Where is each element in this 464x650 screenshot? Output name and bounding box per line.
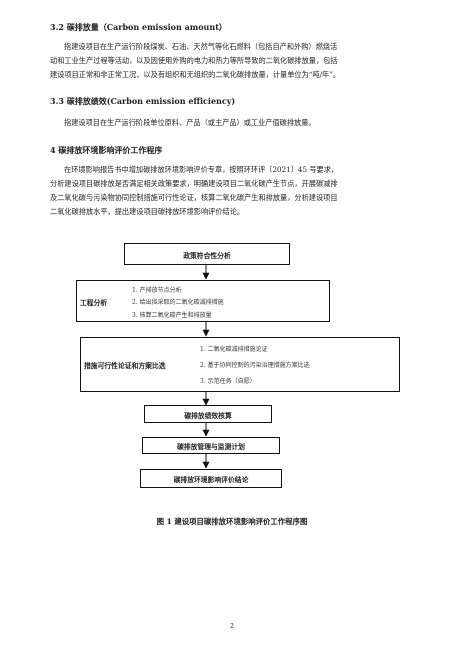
flow-item: 3. 示范任务（自愿） (200, 378, 256, 385)
flow-box-policy-compliance-label: 政策符合性分析 (183, 252, 231, 260)
paragraph-line: 指建设项目在生产运行阶段煤炭、石油、天然气等化石燃料（包括自产和外购）燃烧活 (64, 42, 338, 51)
paragraph-line: 指建设项目在生产运行阶段单位原料、产品（或主产品）或工业产值碳排放量。 (64, 118, 316, 127)
paragraph-line: 及二氧化碳与污染物协同控制措施可行性论证，核算二氧化碳产生和排放量，分析建设项目 (50, 193, 338, 202)
flow-box-management-monitoring (142, 437, 280, 454)
flow-item: 3. 核算二氧化碳产生和排放量 (132, 312, 212, 319)
flow-box-measures-feasibility-title: 措施可行性论证和方案比选 (84, 362, 166, 370)
flow-box-policy-compliance (124, 243, 290, 265)
flow-item: 2. 给出拟采取的二氧化碳减排措施 (132, 299, 224, 306)
figure-caption: 图 1 建设项目碳排放环境影响评价工作程序图 (156, 517, 308, 526)
flow-box-management-monitoring-label: 碳排放管理与监测计划 (177, 443, 245, 451)
flow-box-emission-efficiency-label: 碳排放绩效核算 (184, 412, 232, 420)
section-4-paragraph: 在环境影响报告书中增加碳排放环境影响评价专章，按照环环评〔2021〕45 号要求… (50, 163, 386, 219)
flow-box-measures-feasibility (80, 337, 400, 392)
section-3-2-paragraph: 指建设项目在生产运行阶段煤炭、石油、天然气等化石燃料（包括自产和外购）燃烧活 动… (50, 40, 386, 82)
paragraph-line: 分析建设项目碳排放是否满足相关政策要求，明确建设项目二氧化碳产生节点，开展碳减排 (50, 179, 338, 188)
section-3-3-heading: 3.3 碳排放绩效(Carbon emission efficiency) (50, 96, 236, 106)
flow-item: 1. 产排放节点分析 (132, 287, 182, 294)
flow-box-emission-efficiency (144, 405, 272, 423)
section-3-2-heading: 3.2 碳排放量（Carbon emission amount） (50, 22, 227, 32)
paragraph-line: 建设项目正常和非正常工况，以及有组织和无组织的二氧化碳排放量，计量单位为“吨/年… (50, 70, 341, 79)
flow-box-conclusion-label: 碳排放环境影响评价结论 (173, 476, 249, 484)
page-number: 2 (229, 622, 235, 630)
flow-item: 2. 基于协同控制的污染治理措施方案比选 (200, 362, 310, 369)
paragraph-line: 动和工业生产过程等活动，以及因使用外购的电力和热力等所导致的二氧化碳排放量，包括 (50, 56, 338, 65)
flow-box-engineering-analysis-title: 工程分析 (80, 299, 108, 307)
section-3-3-paragraph: 指建设项目在生产运行阶段单位原料、产品（或主产品）或工业产值碳排放量。 (50, 116, 386, 130)
flow-box-conclusion (140, 469, 282, 488)
flow-item: 1. 二氧化碳减排措施论证 (200, 346, 268, 353)
flow-box-engineering-analysis (76, 280, 330, 322)
section-4-heading: 4 碳排放环境影响评价工作程序 (50, 145, 163, 155)
paragraph-line: 二氧化碳排放水平，提出建设项目碳排放环境影响评价结论。 (50, 207, 245, 216)
paragraph-line: 在环境影响报告书中增加碳排放环境影响评价专章，按照环环评〔2021〕45 号要求… (64, 165, 339, 174)
